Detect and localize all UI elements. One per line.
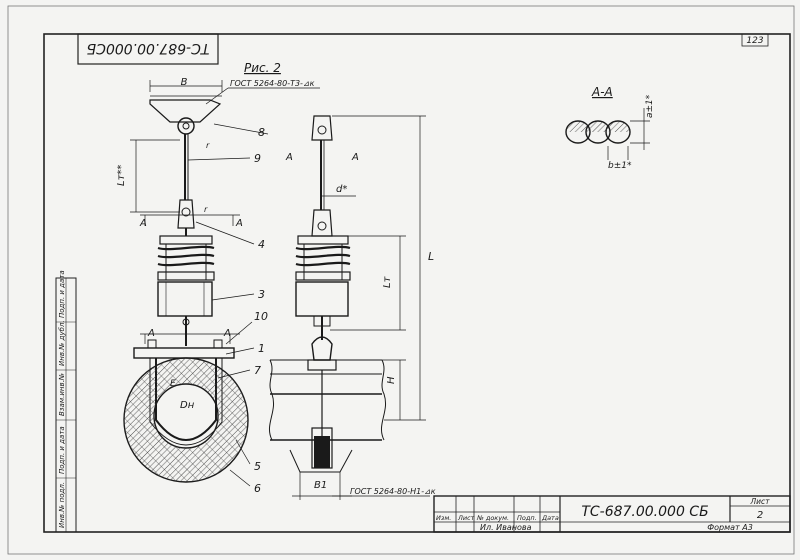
section-mark-a2: А: [235, 218, 243, 229]
callout-7: 7: [254, 364, 261, 377]
dim-a-tol: a±1*: [645, 94, 655, 118]
dim-r-bottom: r: [204, 205, 208, 214]
stamp-field-1: Инв.№ подл.: [58, 482, 66, 528]
gost-top: ГОСТ 5264-80-Т3-⊿к: [230, 79, 315, 88]
gost-bottom: ГОСТ 5264-80-Н1-⊿к: [350, 487, 436, 496]
section-aa: [565, 108, 650, 160]
dim-b-tol: b±1*: [608, 161, 632, 171]
dim-h: H: [386, 376, 397, 384]
dim-d-star: d*: [336, 184, 347, 195]
stamp-field-3: Взам.инв.№: [58, 373, 66, 416]
main-dimensions: [130, 80, 320, 487]
rotated-code: ТС-687.00.000СБ: [87, 40, 210, 56]
stamp-field-2: Подп. и дата: [58, 426, 66, 474]
callout-6: 6: [254, 482, 261, 495]
dim-dn: Dн: [180, 400, 195, 411]
callout-8: 8: [258, 126, 265, 139]
callout-10: 10: [254, 310, 268, 323]
callout-4: 4: [258, 238, 265, 251]
weld-fill: [314, 436, 330, 468]
title-block: [433, 495, 791, 533]
dim-lt-star: Lт**: [116, 165, 127, 186]
section-mark-a5: А: [285, 152, 293, 163]
section-mark-a3: А: [147, 328, 155, 339]
dim-b: B: [181, 77, 188, 88]
tb-sheet-label: Лист: [749, 497, 770, 506]
page-number: 123: [746, 36, 763, 46]
side-stamp: Инв.№ подл. Подп. и дата Взам.инв.№ Инв.…: [55, 270, 77, 533]
dim-lt: Lт: [382, 275, 393, 288]
tb-format: Формат А3: [707, 523, 753, 532]
figure-label: Рис. 2: [244, 61, 281, 75]
tb-doc-code: ТС-687.00.000 СБ: [581, 504, 708, 520]
callout-9: 9: [254, 152, 261, 165]
side-dimensions: [322, 115, 430, 497]
page-number-box: [741, 33, 769, 47]
callout-5: 5: [254, 460, 261, 473]
dim-r-top: r: [206, 141, 210, 150]
tb-sheet-number: 2: [757, 510, 763, 521]
tb-header-izm: Изм.: [436, 514, 451, 522]
tb-signer: Ил. Иванова: [480, 523, 532, 532]
tb-header-list: Лист: [457, 514, 475, 522]
callout-3: 3: [258, 288, 265, 301]
stamp-field-4: Инв.№ дубл.: [58, 320, 66, 366]
section-mark-a1: А: [139, 218, 147, 229]
dim-b1: B1: [314, 480, 327, 491]
stamp-field-5: Подп. и дата: [58, 270, 66, 318]
code-box: [77, 33, 219, 65]
dim-l: L: [428, 250, 434, 263]
tb-header-doc: № докум.: [476, 514, 509, 522]
tb-header-sign: Подп.: [517, 514, 537, 522]
outer-frame: [7, 5, 795, 555]
section-mark-a4: А: [223, 328, 231, 339]
tb-header-date: Дата: [541, 514, 559, 522]
section-label: А-А: [591, 85, 613, 99]
inner-frame: [43, 33, 791, 533]
callout-1: 1: [258, 342, 265, 355]
dim-e: E: [170, 379, 176, 389]
section-mark-a6: А: [351, 152, 359, 163]
